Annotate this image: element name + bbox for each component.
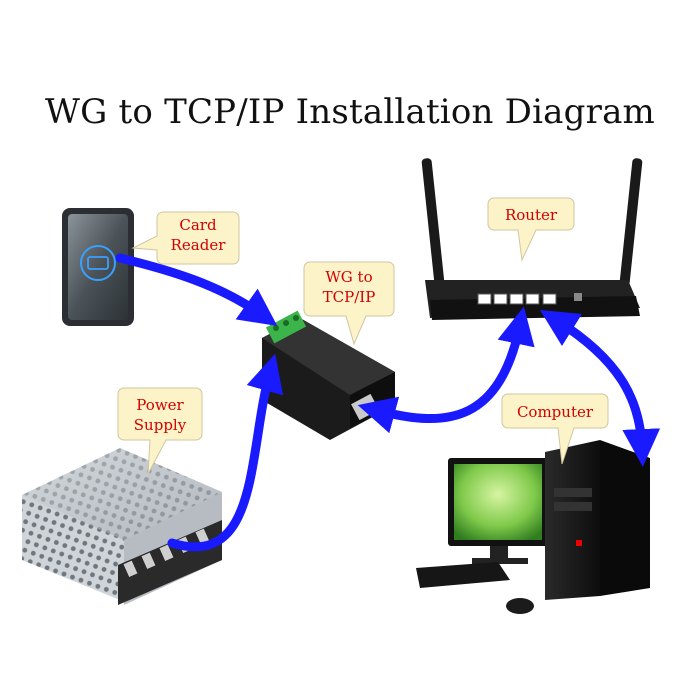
callout-converter: WG to TCP/IP: [303, 261, 395, 346]
callout-router: Router: [487, 197, 575, 262]
arrow-router-computer: [539, 309, 661, 467]
callout-card-reader-line2: Reader: [171, 236, 227, 254]
callout-converter-line2: TCP/IP: [323, 288, 376, 306]
callout-computer-line1: Computer: [517, 403, 594, 421]
converter-device: [262, 310, 395, 440]
diagram-title: WG to TCP/IP Installation Diagram: [45, 92, 655, 132]
callout-power-supply-line2: Supply: [134, 416, 187, 434]
arrow-card-reader-to-converter: [115, 253, 278, 326]
arrow-power-supply-to-converter: [167, 353, 284, 552]
computer-device: [416, 440, 650, 614]
callout-power-supply: Power Supply: [117, 387, 203, 475]
card-reader-device: [62, 208, 134, 326]
power-supply-device: [22, 448, 222, 605]
callout-converter-line1: WG to: [325, 268, 372, 286]
callout-power-supply-line1: Power: [136, 396, 184, 414]
callout-card-reader-line1: Card: [179, 216, 217, 234]
callout-computer: Computer: [501, 393, 609, 465]
arrow-converter-router: [357, 306, 535, 434]
connectors: [115, 253, 661, 552]
callout-card-reader: Card Reader: [131, 211, 240, 265]
callout-router-line1: Router: [505, 206, 558, 224]
